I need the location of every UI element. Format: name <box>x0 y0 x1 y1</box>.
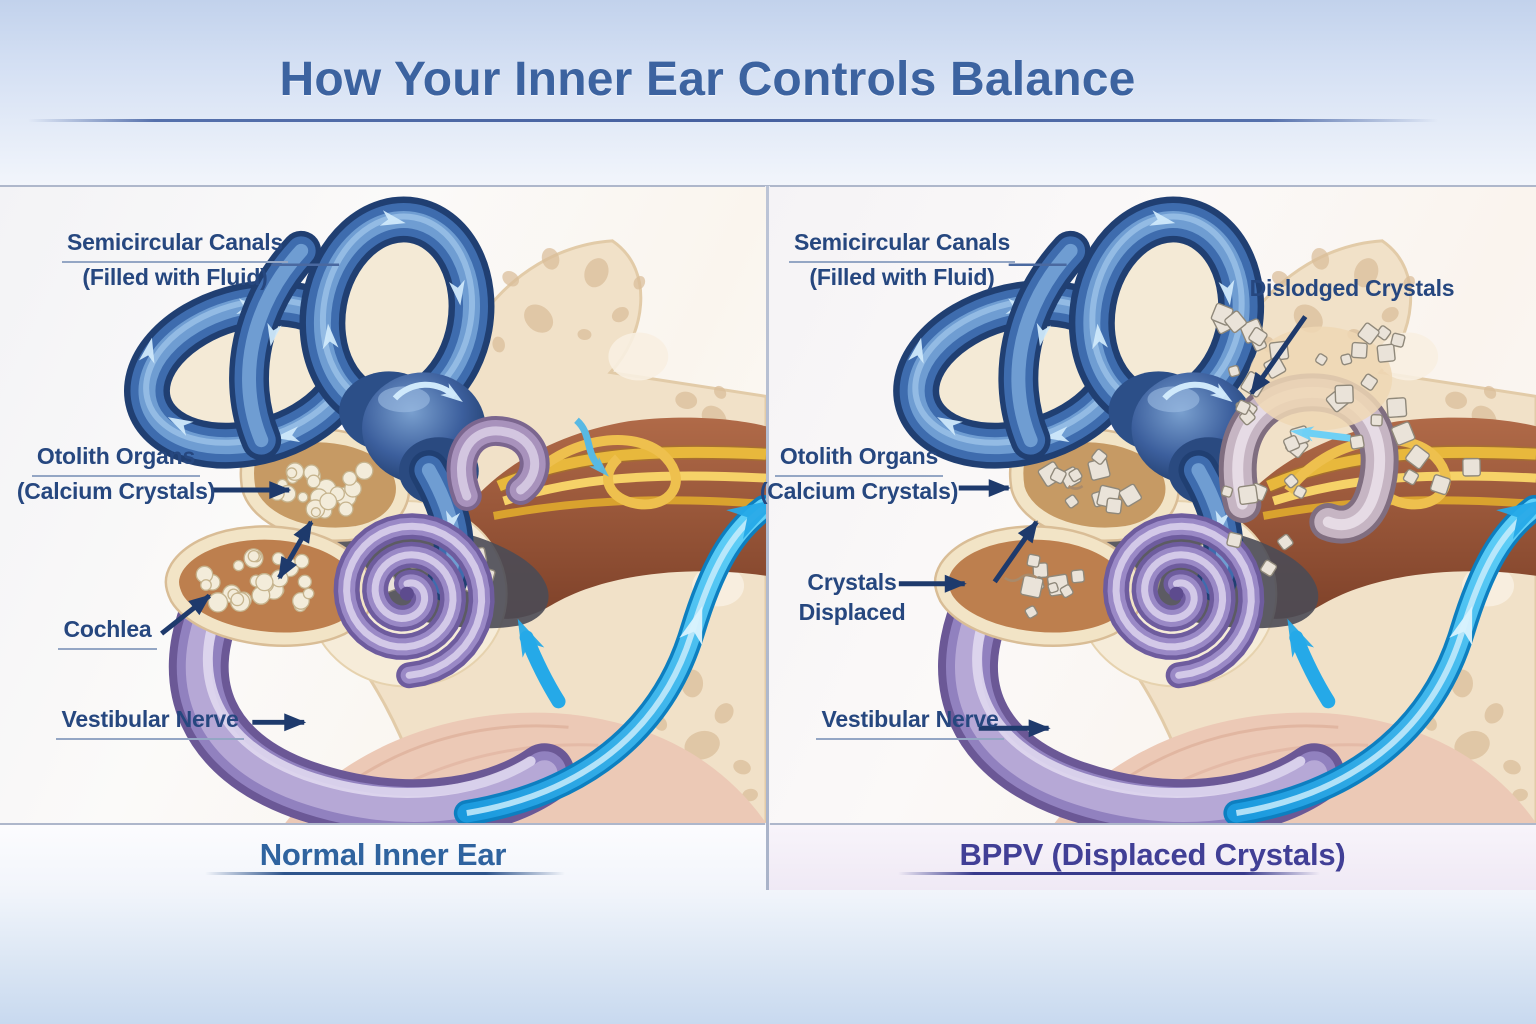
balance-signal-arrow <box>1223 495 1536 823</box>
page-title: How Your Inner Ear Controls Balance <box>279 53 1136 106</box>
caption-bppv: BPPV (Displaced Crystals) <box>959 837 1346 872</box>
annotation-arrows <box>898 263 1308 738</box>
normal-ear-illustration <box>0 187 766 823</box>
label-semicircular-canals-left: Semicircular Canals (Filled with Fluid) <box>55 228 295 293</box>
bppv-ear-illustration <box>769 187 1536 823</box>
caption-underline-normal <box>205 872 565 875</box>
label-vestibular-nerve-right: Vestibular Nerve <box>790 705 1030 740</box>
otolith-organ-lower <box>164 525 375 647</box>
dislodged-crystals-field <box>1210 302 1481 551</box>
label-otolith-organs-left: Otolith Organs (Calcium Crystals) <box>16 443 216 504</box>
center-divider <box>766 186 769 890</box>
panel-normal-inner-ear <box>0 187 766 823</box>
label-crystals-displaced: Crystals Displaced <box>798 569 906 625</box>
caption-band-bppv: BPPV (Displaced Crystals) <box>769 825 1536 890</box>
ear-diagram-svg <box>893 196 1536 823</box>
reverse-flow-arrow <box>1289 426 1351 442</box>
cochlea-spiral <box>1103 513 1265 689</box>
ear-diagram-svg <box>124 196 766 823</box>
balance-signal-arrow <box>453 495 766 823</box>
label-cochlea: Cochlea <box>30 615 185 650</box>
caption-band-normal: Normal Inner Ear <box>0 825 766 890</box>
label-vestibular-nerve-left: Vestibular Nerve <box>30 705 270 740</box>
caption-underline-bppv <box>898 872 1320 875</box>
label-semicircular-canals-right: Semicircular Canals (Filled with Fluid) <box>782 228 1022 293</box>
cochlea-spiral <box>333 513 495 689</box>
title-underline <box>28 119 1438 122</box>
panel-bppv <box>769 187 1536 823</box>
utricle-curl <box>446 416 550 511</box>
label-dislodged-crystals: Dislodged Crystals <box>1249 275 1455 301</box>
annotation-arrows <box>160 263 340 732</box>
fluid-motion-arrow <box>573 417 610 477</box>
label-otolith-organs-right: Otolith Organs (Calcium Crystals) <box>759 443 959 504</box>
caption-normal-inner-ear: Normal Inner Ear <box>259 837 507 872</box>
pouch-squiggles <box>1003 485 1084 583</box>
